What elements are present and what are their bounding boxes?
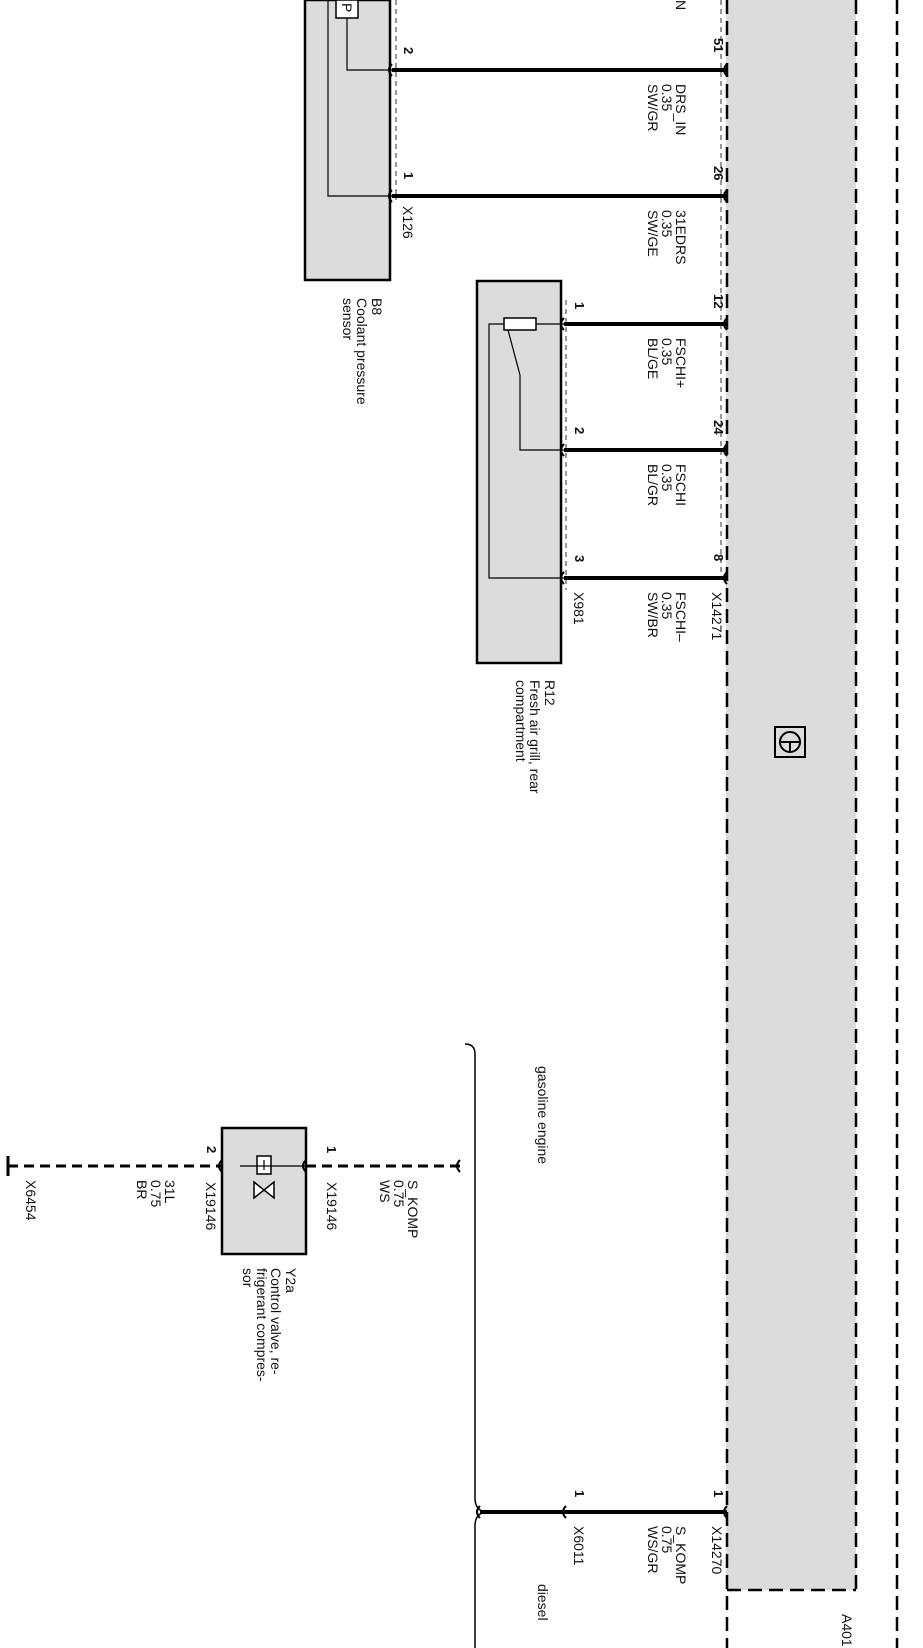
svg-text:BL/GR: BL/GR <box>645 464 661 506</box>
connector-marks-y2a <box>218 1159 461 1173</box>
diesel-connector-label: X6011 <box>571 1526 587 1566</box>
r12-internal-line-3 <box>488 323 564 579</box>
r12-id-label: R12 <box>542 680 558 706</box>
svg-text:FSCHI: FSCHI <box>673 464 689 506</box>
r12-pin-3: 3 <box>572 555 587 562</box>
b8-name-line2: sensor <box>340 298 356 340</box>
y2a-name-line3: sor <box>240 1268 256 1288</box>
b8-pressure-symbol-label: P <box>339 3 355 12</box>
connector-marks-diesel <box>476 1505 728 1519</box>
variant-brace <box>464 1043 486 1648</box>
svg-text:BL/GE: BL/GE <box>645 338 661 379</box>
svg-text:0.35: 0.35 <box>659 84 675 111</box>
module-a401-body <box>726 0 856 1590</box>
module-pin-26: 26 <box>711 166 726 180</box>
module-pin-24: 24 <box>711 420 726 435</box>
y2a-pin-1: 1 <box>324 1146 339 1153</box>
wire-label-s-komp-diesel: S_KOMP 0.75 WS/GR <box>645 1526 689 1584</box>
wire-label-fschi: FSCHI 0.35 BL/GR <box>645 464 689 506</box>
svg-text:0.35: 0.35 <box>659 464 675 491</box>
module-pin-8: 8 <box>711 554 726 561</box>
connector-marks <box>388 63 728 585</box>
svg-text:0.75: 0.75 <box>148 1180 164 1207</box>
y2a-name-line1: Control valve, re- <box>268 1268 284 1375</box>
module-pin-51: 51 <box>711 38 726 52</box>
wire-label-s-komp-gasoline: S_KOMP 0.75 WS <box>377 1180 421 1238</box>
r12-internal-line-2 <box>519 375 564 451</box>
y2a-connector-out: X19146 <box>203 1182 219 1230</box>
svg-text:SW/BR: SW/BR <box>645 592 661 638</box>
wire-label-31edrs: 31EDRS 0.35 SW/GE <box>645 210 689 264</box>
b8-connector-label: X126 <box>400 206 416 239</box>
b8-internal-line-2 <box>346 18 392 71</box>
svg-text:SW/GE: SW/GE <box>645 210 661 257</box>
y2a-component-box <box>220 1126 308 1256</box>
r12-wiper-arm <box>507 329 521 376</box>
r12-name-line2: compartment <box>513 680 529 762</box>
svg-text:31EDRS: 31EDRS <box>673 210 689 264</box>
variant-diesel-label: diesel <box>535 1584 551 1621</box>
b8-internal-line-1 <box>327 0 392 197</box>
diesel-comp-pin: 1 <box>572 1490 587 1497</box>
y2a-id-label: Y2a <box>283 1268 299 1293</box>
svg-text:WS: WS <box>377 1180 393 1203</box>
r12-connector-label: X981 <box>571 592 587 625</box>
svg-text:31L: 31L <box>162 1180 178 1204</box>
valve-icon <box>240 1155 306 1200</box>
svg-text:S_KOMP: S_KOMP <box>405 1180 421 1238</box>
y2a-name-line2: frigerant compres- <box>254 1268 270 1382</box>
svg-text:SW/GR: SW/GR <box>645 84 661 131</box>
r12-pin-2: 2 <box>572 427 587 434</box>
b8-pin-2: 2 <box>401 47 416 54</box>
svg-text:FSCHI+: FSCHI+ <box>673 338 689 388</box>
module-connector-x14271: X14271 <box>709 592 725 640</box>
cut-label: N <box>673 0 689 10</box>
svg-text:0.35: 0.35 <box>659 338 675 365</box>
wire-label-drs-in: DRS_IN 0.35 SW/GR <box>645 84 689 135</box>
r12-pin-1: 1 <box>572 302 587 309</box>
svg-text:0.75: 0.75 <box>391 1180 407 1207</box>
r12-resistor-symbol <box>503 317 537 331</box>
svg-text:0.75: 0.75 <box>659 1526 675 1553</box>
ground-connector-label: X6454 <box>23 1180 39 1221</box>
b8-id-label: B8 <box>369 298 385 315</box>
variant-gasoline-label: gasoline engine <box>535 1066 551 1164</box>
svg-text:0.35: 0.35 <box>659 210 675 237</box>
wire-label-31l: 31L 0.75 BR <box>134 1180 178 1207</box>
svg-text:FSCHI–: FSCHI– <box>673 592 689 642</box>
svg-text:WS/GR: WS/GR <box>645 1526 661 1573</box>
b8-pin-1: 1 <box>401 172 416 179</box>
wire-label-fschi-minus: FSCHI– 0.35 SW/BR <box>645 592 689 642</box>
steering-wheel-icon <box>774 726 806 758</box>
svg-text:BR: BR <box>134 1180 150 1199</box>
r12-component-box <box>475 279 563 665</box>
r12-name-line1: Fresh air grill, rear <box>527 680 543 794</box>
y2a-pin-2: 2 <box>204 1146 219 1153</box>
module-connector-x14270: X14270 <box>709 1526 725 1574</box>
y2a-connector-in: X19146 <box>324 1182 340 1230</box>
svg-text:DRS_IN: DRS_IN <box>673 84 689 135</box>
module-pin-12: 12 <box>711 294 726 308</box>
diesel-module-pin: 1 <box>711 1490 726 1497</box>
svg-text:0.35: 0.35 <box>659 592 675 619</box>
svg-text:S_KOMP: S_KOMP <box>673 1526 689 1584</box>
b8-name-line1: Coolant pressure <box>354 298 370 405</box>
module-id-label: A401 <box>839 1614 855 1647</box>
wire-label-fschi-plus: FSCHI+ 0.35 BL/GE <box>645 338 689 388</box>
